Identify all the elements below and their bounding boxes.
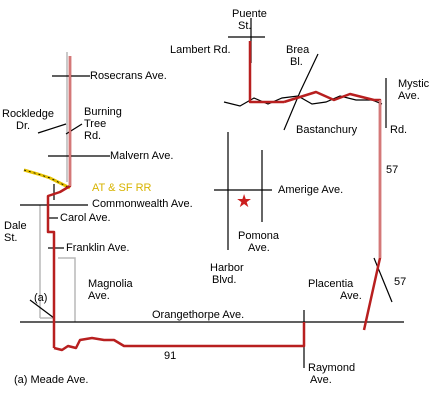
- raymond-label-2: Ave.: [310, 374, 332, 386]
- bastanchury-rd-label: Rd.: [390, 124, 408, 136]
- raymond-label-1: Raymond: [308, 362, 356, 374]
- burning-tree-line: [65, 123, 83, 135]
- puente-label-1: Puente: [232, 8, 267, 20]
- burning-label-2: Tree: [84, 118, 107, 130]
- brea-bl-line: [283, 53, 319, 131]
- gray-street-south: [58, 257, 76, 322]
- dale-label-1: Dale: [4, 220, 27, 232]
- rockledge-label-1: Rockledge: [2, 108, 54, 120]
- freeway-57-lower-label: 57: [394, 276, 407, 288]
- dale-label-2: St.: [4, 232, 18, 244]
- harbor-label-2: Blvd.: [212, 274, 237, 286]
- malvern-label: Malvern Ave.: [110, 150, 174, 162]
- commonwealth-label: Commonwealth Ave.: [92, 198, 193, 210]
- railroad-label: AT & SF RR: [92, 182, 152, 194]
- carol-label: Carol Ave.: [60, 212, 111, 224]
- puente-label-2: St.: [238, 20, 252, 32]
- bastanchury-line: [223, 95, 383, 107]
- rosecrans-label: Rosecrans Ave.: [90, 70, 167, 82]
- orangethorpe-label: Orangethorpe Ave.: [152, 309, 245, 321]
- star-icon: ★: [236, 191, 253, 211]
- route-91: [53, 322, 306, 352]
- route-centerline: [69, 56, 381, 258]
- brea-label-2: Bl.: [290, 56, 303, 68]
- mystic-label-2: Ave.: [398, 90, 420, 102]
- pomona-label-2: Ave.: [248, 242, 270, 254]
- burning-label-1: Burning: [84, 106, 122, 118]
- amerige-label: Amerige Ave.: [278, 184, 344, 196]
- bastanchury-label: Bastanchury: [296, 124, 358, 136]
- rockledge-line: [37, 123, 67, 134]
- franklin-label: Franklin Ave.: [66, 242, 130, 254]
- meade-pointer: [29, 299, 55, 319]
- burning-label-3: Rd.: [84, 130, 102, 142]
- brea-label-1: Brea: [286, 44, 310, 56]
- meade-marker-label: (a): [34, 292, 48, 304]
- freeway-57-upper-label: 57: [386, 164, 399, 176]
- rockledge-label-2: Dr.: [16, 120, 31, 132]
- placentia-label-1: Placentia: [308, 278, 354, 290]
- magnolia-label-2: Ave.: [88, 290, 110, 302]
- magnolia-label-1: Magnolia: [88, 278, 133, 290]
- route-north: [248, 41, 284, 104]
- harbor-label-1: Harbor: [210, 262, 244, 274]
- pomona-label-1: Pomona: [238, 230, 279, 242]
- lambert-label: Lambert Rd.: [170, 44, 231, 56]
- placentia-label-2: Ave.: [340, 290, 362, 302]
- railroad-track: [23, 168, 71, 190]
- mystic-label-1: Mystic: [398, 78, 430, 90]
- minor-streets: [39, 52, 76, 322]
- placentia-line: [373, 257, 393, 303]
- freeway-91-label: 91: [164, 350, 177, 362]
- streets: [20, 18, 404, 368]
- meade-legend: (a) Meade Ave.: [14, 374, 89, 386]
